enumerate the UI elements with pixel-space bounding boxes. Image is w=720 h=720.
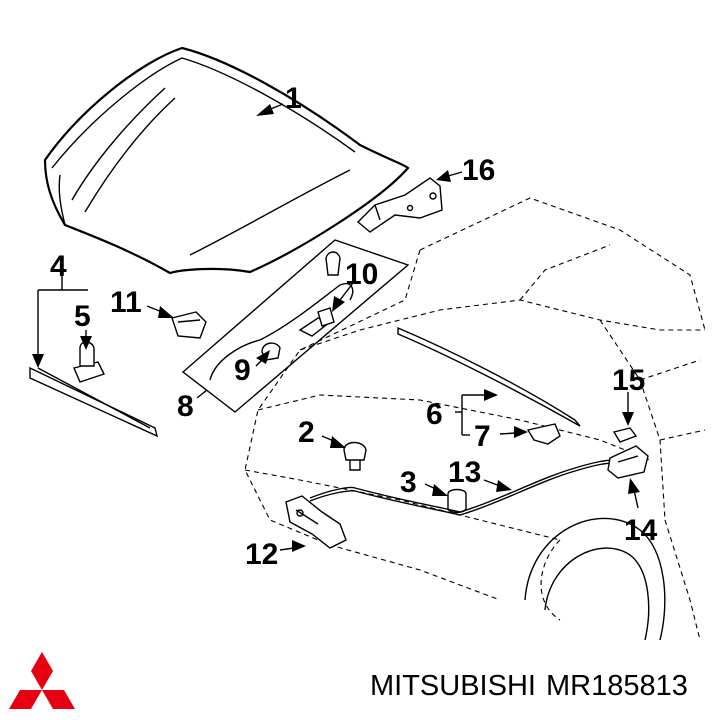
mitsubishi-three-diamond-logo	[9, 652, 75, 709]
grommet-3	[447, 488, 467, 514]
hood-stopper-7	[526, 423, 561, 445]
callout-7: 7	[474, 420, 491, 453]
hood-hinge	[356, 177, 443, 233]
callout-8: 8	[177, 390, 194, 423]
clip-15	[612, 427, 638, 443]
part-caption: MITSUBISHI MR185813	[370, 670, 698, 703]
callout-14: 14	[624, 514, 658, 547]
car-body-outline	[244, 197, 706, 641]
callout-5: 5	[74, 300, 91, 333]
hood-release-cable	[309, 459, 616, 516]
release-cable-inner	[209, 283, 354, 381]
hood-lock-lever	[171, 311, 207, 339]
callout-2: 2	[298, 416, 315, 449]
part-number: MR185813	[545, 670, 688, 702]
callout-labels: 1 2 3 4 5 6 7 8 9 10 11 12 13 14 15 16	[50, 82, 658, 571]
hood-latch	[285, 495, 347, 549]
callout-9: 9	[234, 354, 251, 387]
callout-15: 15	[612, 364, 645, 397]
hood-panel	[43, 46, 410, 275]
brand-name: MITSUBISHI	[370, 670, 536, 702]
callout-3: 3	[400, 466, 417, 499]
hood-bumper-stopper	[73, 341, 105, 383]
release-cable-kit-box	[181, 239, 410, 413]
hood-release-handle	[298, 251, 341, 337]
callout-10: 10	[345, 258, 378, 291]
callout-12: 12	[245, 538, 278, 571]
hood-release-lever	[607, 445, 649, 479]
hood-weatherstrip	[29, 366, 159, 438]
hood-bumper-2	[343, 441, 367, 471]
callout-13: 13	[448, 456, 481, 489]
cowl-seal	[397, 326, 581, 427]
callout-16: 16	[462, 154, 495, 187]
callout-6: 6	[426, 398, 443, 431]
callout-11: 11	[110, 286, 142, 319]
callout-1: 1	[285, 82, 302, 115]
leader-lines	[32, 103, 640, 552]
callout-4: 4	[50, 250, 67, 283]
